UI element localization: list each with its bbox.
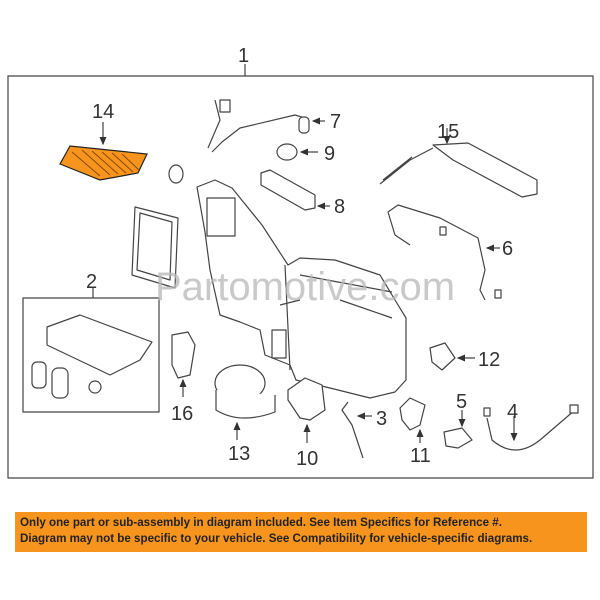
callout-1: 1: [238, 45, 249, 67]
part-1-hvac-housing[interactable]: [196, 179, 407, 399]
disclaimer-line-2: Diagram may not be specific to your vehi…: [20, 532, 533, 545]
callout-12: 12: [478, 349, 500, 371]
assembly-frame: [7, 75, 594, 479]
callout-3: 3: [376, 408, 387, 430]
disclaimer-line-1: Only one part or sub-assembly in diagram…: [20, 516, 502, 529]
part-14-cabin-filter[interactable]: [59, 122, 148, 181]
callout-2: 2: [86, 271, 97, 293]
callout-10: 10: [296, 448, 318, 470]
watermark: Partomotive.com: [155, 265, 455, 309]
callout-14: 14: [92, 101, 114, 123]
part-13-blower-motor[interactable]: [214, 364, 276, 440]
part-6-hose-harness[interactable]: [387, 204, 502, 301]
callout-4: 4: [507, 401, 518, 423]
part-4-wire[interactable]: [483, 404, 579, 451]
part-seal-gasket: [131, 164, 184, 289]
part-3-hose[interactable]: [341, 401, 372, 459]
callout-15: 15: [437, 121, 459, 143]
part-11-actuator[interactable]: [399, 397, 426, 443]
part-16-bracket[interactable]: [171, 331, 196, 397]
part-10-actuator[interactable]: [287, 377, 326, 443]
callout-8: 8: [334, 196, 345, 218]
part-9-connector[interactable]: [276, 143, 318, 161]
callout-9: 9: [324, 143, 335, 165]
part-8-actuator[interactable]: [260, 169, 330, 211]
callout-13: 13: [228, 443, 250, 465]
callout-7: 7: [330, 111, 341, 133]
callout-6: 6: [502, 238, 513, 260]
disclaimer-banner: Only one part or sub-assembly in diagram…: [15, 512, 587, 552]
callout-16: 16: [171, 403, 193, 425]
callout-labels: 1 2 3 4 5 6 7 8 9 10 11 12 13 14 15 16: [86, 45, 518, 470]
part-12-sensor[interactable]: [429, 342, 475, 371]
callout-5: 5: [456, 391, 467, 413]
callout-11: 11: [410, 445, 431, 467]
part-5-bracket[interactable]: [443, 410, 473, 449]
part-7-sensor[interactable]: [207, 99, 325, 153]
part-2-kit[interactable]: [22, 288, 160, 413]
part-15-heater-core[interactable]: [379, 128, 538, 198]
